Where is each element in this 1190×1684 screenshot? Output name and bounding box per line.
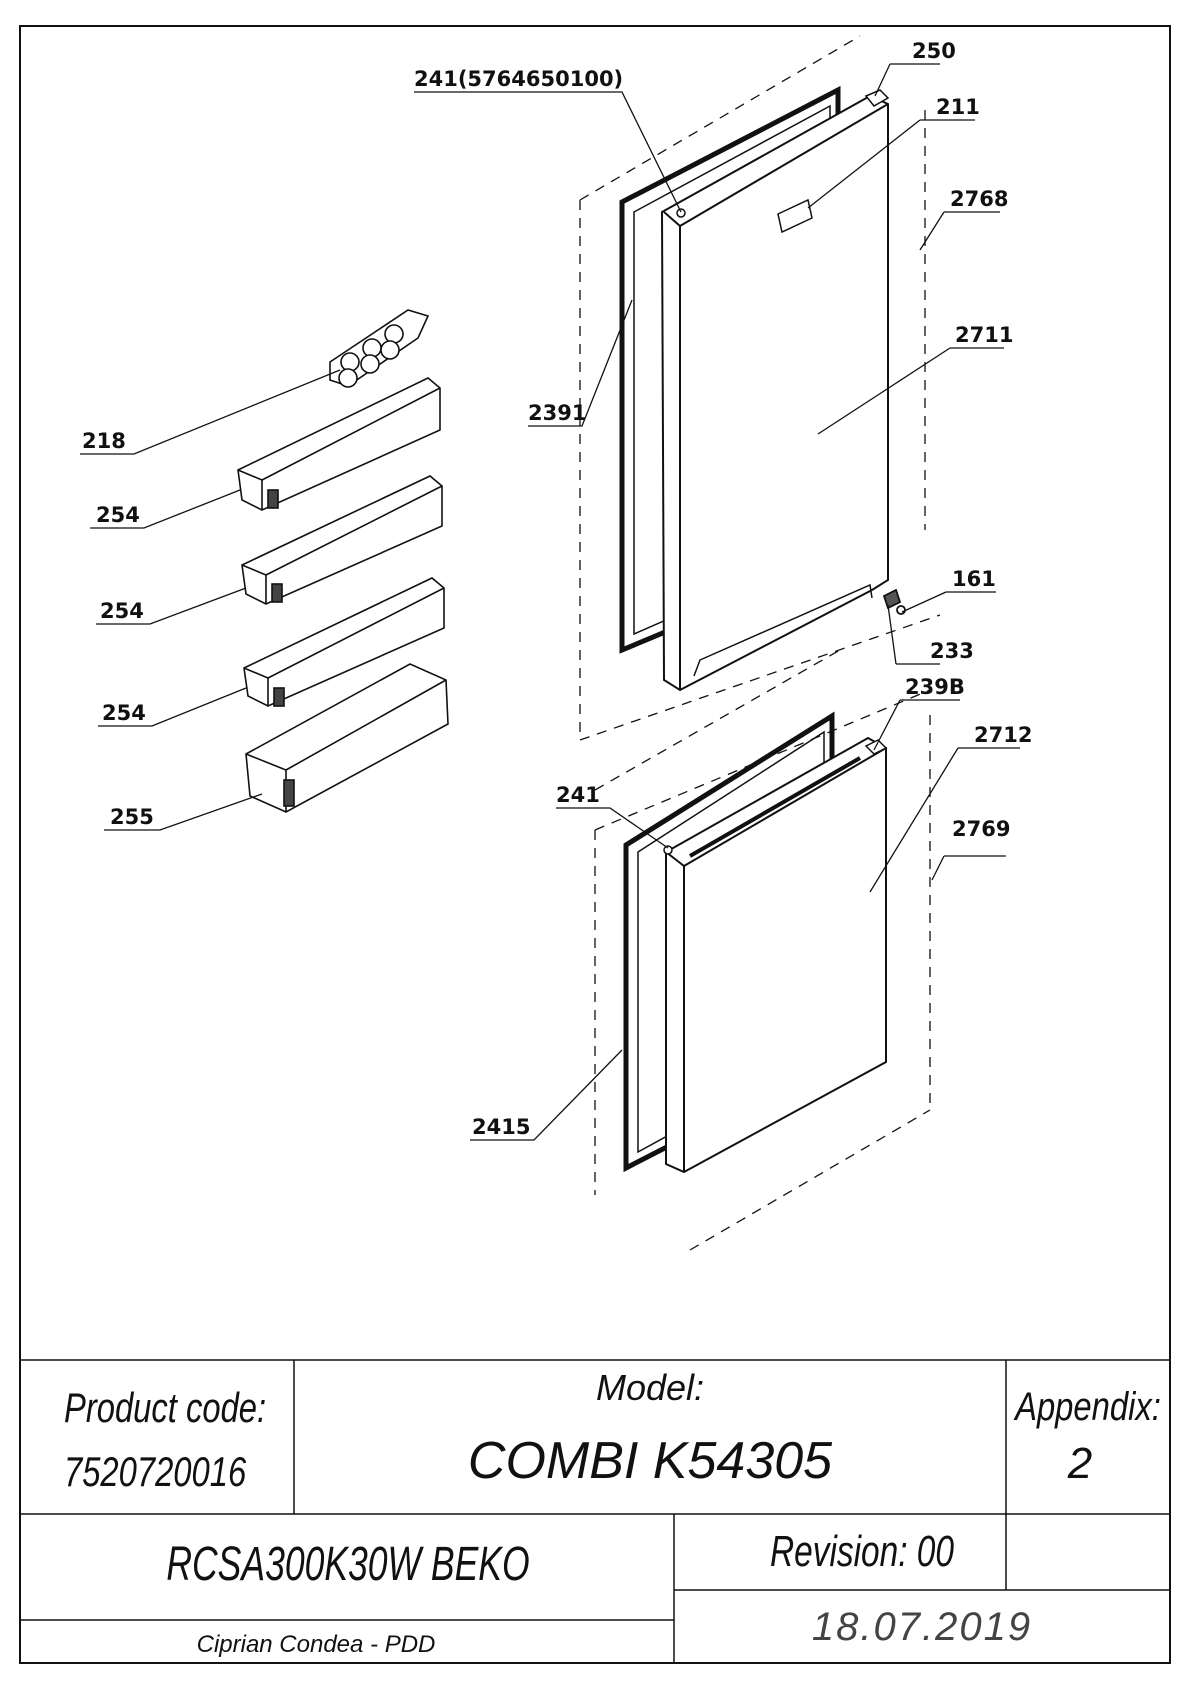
drawing-frame xyxy=(19,25,1171,1664)
upper-door-panel xyxy=(660,89,890,692)
label-218: 218 xyxy=(82,429,126,453)
label-250: 250 xyxy=(912,39,956,63)
label-2391: 2391 xyxy=(528,401,586,425)
label-2769: 2769 xyxy=(952,817,1010,841)
model-label: Model: xyxy=(596,1367,704,1408)
lower-hinge-part xyxy=(882,588,906,615)
date: 18.07.2019 xyxy=(812,1605,1032,1649)
label-233: 233 xyxy=(930,639,974,663)
label-241-bottom: 241 xyxy=(556,783,600,807)
label-254-1: 254 xyxy=(96,503,140,527)
revision: Revision: 00 xyxy=(770,1528,954,1576)
label-254-2: 254 xyxy=(100,599,144,623)
part-labels: 250 241(5764650100) 211 2768 2711 2391 2… xyxy=(82,39,1032,1139)
door-shelves xyxy=(237,377,449,813)
title-block xyxy=(20,1359,1170,1663)
product-code-label: Product code: xyxy=(64,1384,266,1431)
label-161: 161 xyxy=(952,567,996,591)
title-block-text: Product code: 7520720016 Model: COMBI K5… xyxy=(64,1367,1161,1658)
label-2415: 2415 xyxy=(472,1115,530,1139)
appendix-label: Appendix: xyxy=(1013,1384,1161,1429)
leader-lines xyxy=(80,63,1020,1141)
label-2712: 2712 xyxy=(974,723,1032,747)
appendix-value: 2 xyxy=(1067,1439,1092,1488)
model-value: COMBI K54305 xyxy=(468,1432,833,1490)
upper-projection-lines xyxy=(579,35,941,741)
label-211: 211 xyxy=(936,95,980,119)
bottle-shelf xyxy=(245,663,449,813)
door-shelf-1 xyxy=(237,377,441,511)
label-2711: 2711 xyxy=(955,323,1013,347)
label-241-top: 241(5764650100) xyxy=(414,67,623,91)
label-239B: 239B xyxy=(905,675,965,699)
door-shelf-2 xyxy=(241,475,443,605)
label-254-3: 254 xyxy=(102,701,146,725)
product-code-value: 7520720016 xyxy=(64,1448,246,1495)
product-name: RCSA300K30W BEKO xyxy=(166,1537,529,1590)
label-255: 255 xyxy=(110,805,154,829)
author: Ciprian Condea - PDD xyxy=(197,1631,436,1658)
upper-door-assembly xyxy=(579,35,941,741)
label-2768: 2768 xyxy=(950,187,1008,211)
door-shelf-3 xyxy=(243,577,445,707)
egg-tray xyxy=(329,309,430,388)
